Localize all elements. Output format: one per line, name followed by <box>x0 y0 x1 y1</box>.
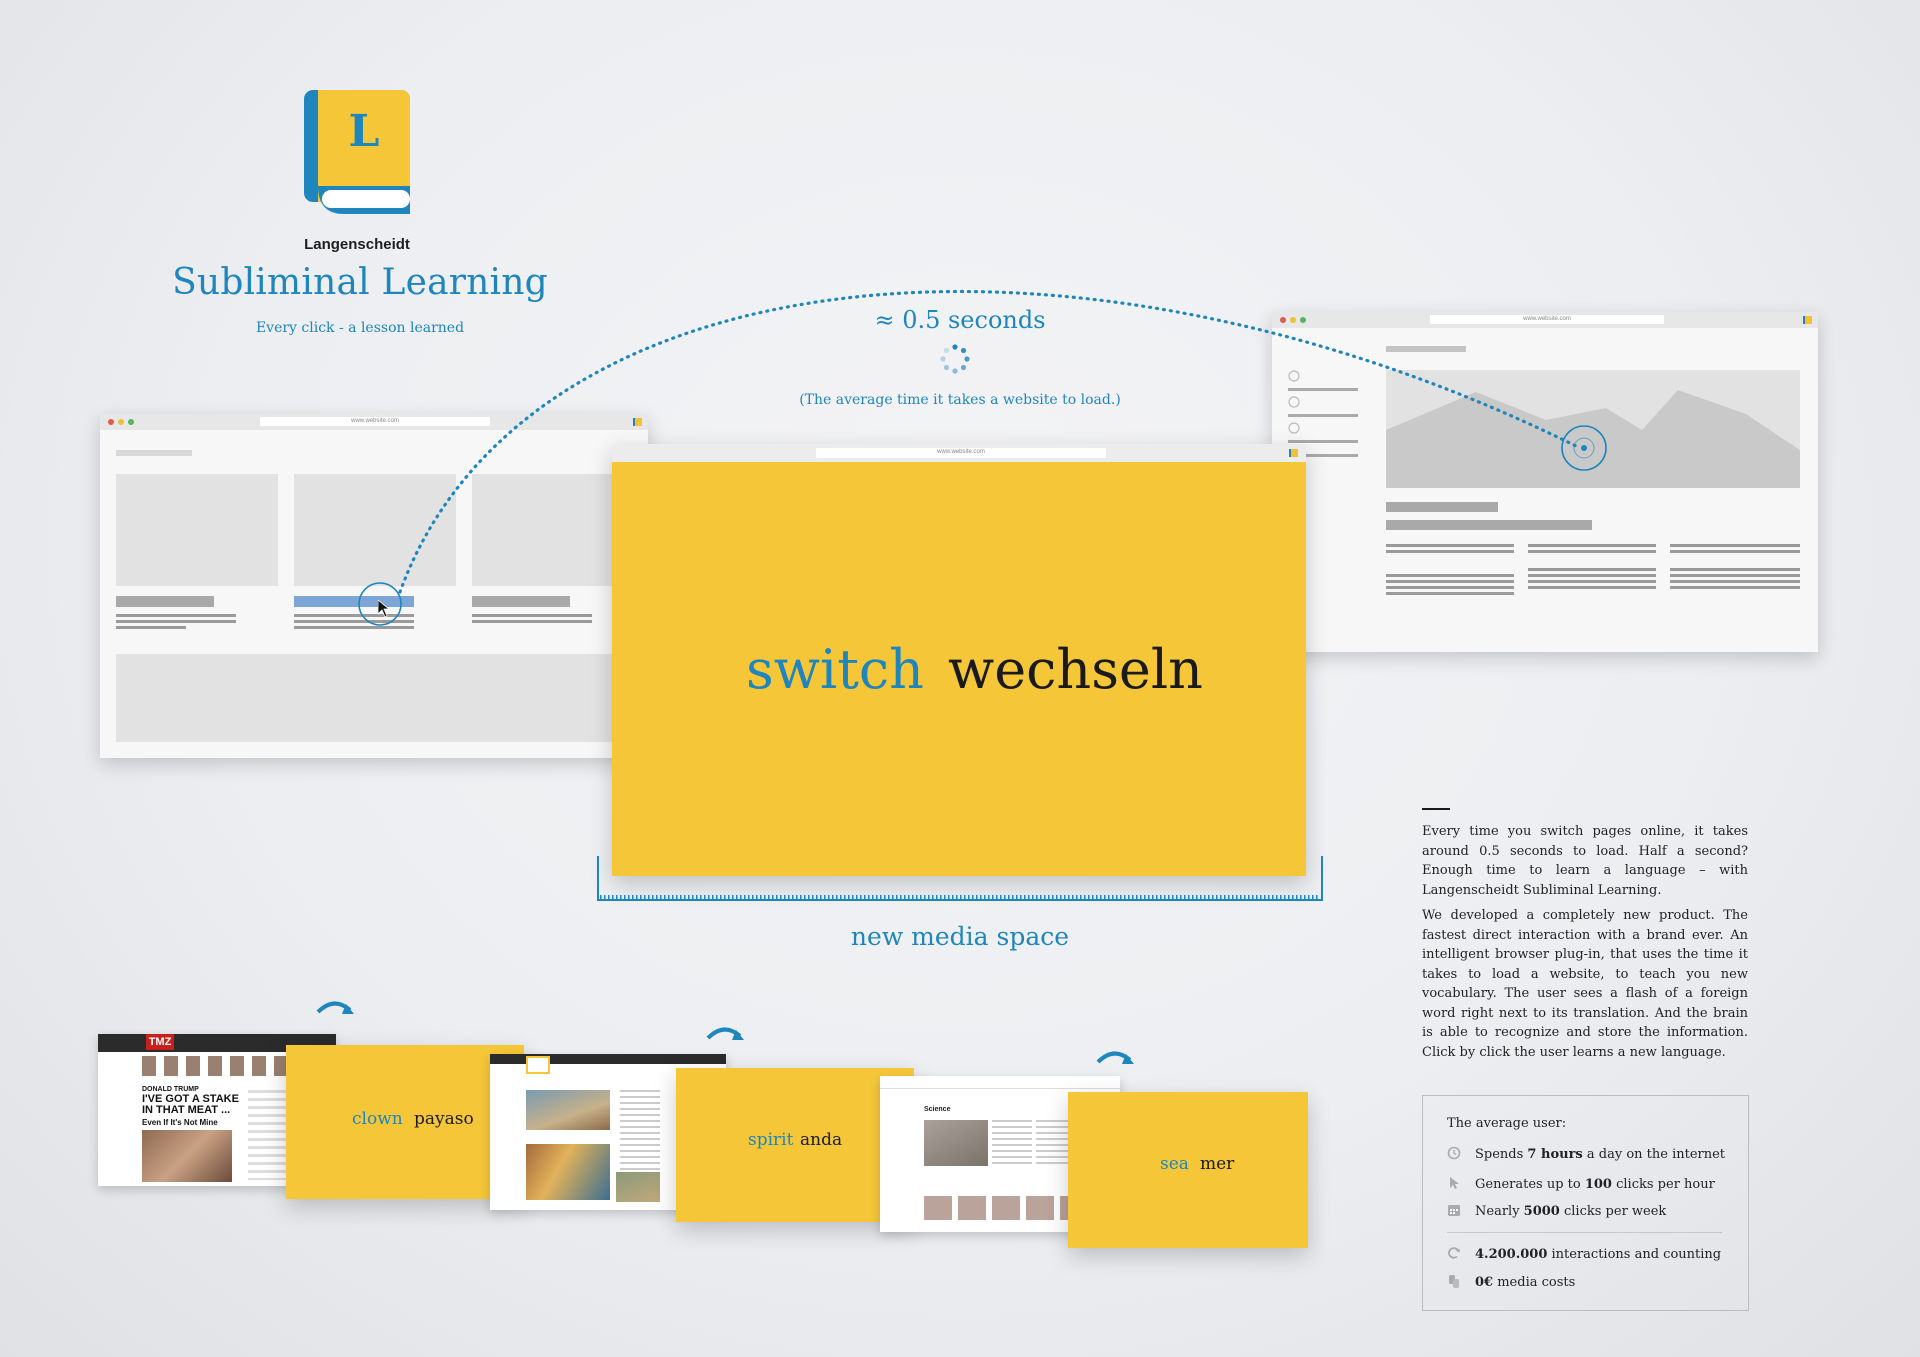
translation-word: wechseln <box>948 638 1203 701</box>
url-bar[interactable]: www.website.com <box>816 448 1106 458</box>
flash-card-window: www.website.com switch wechseln <box>612 444 1306 876</box>
browser-window-right: www.website.com <box>1272 312 1818 652</box>
browser-window-left: www.website.com <box>100 414 648 758</box>
copy-paragraph-2: We developed a completely new product. T… <box>1422 908 1748 1060</box>
flash-card-sea: sea mer <box>1068 1092 1308 1248</box>
browser-chrome: www.website.com <box>612 444 1306 462</box>
stat-row: Nearly 5000 clicks per week <box>1447 1203 1666 1219</box>
copy-rule <box>1422 808 1450 810</box>
flash-card-spirit: spirit anda <box>676 1068 914 1222</box>
clock-icon <box>1447 1146 1461 1160</box>
url-bar[interactable]: www.website.com <box>1430 315 1664 324</box>
coins-icon <box>1449 1275 1459 1288</box>
calendar-icon <box>1448 1205 1460 1216</box>
langenscheidt-logo: L <box>304 90 410 214</box>
loading-spinner-icon <box>940 344 970 374</box>
refresh-icon <box>1448 1247 1460 1259</box>
foreign-word: spirit <box>748 1130 794 1150</box>
cursor-icon <box>1450 1177 1459 1189</box>
url-bar[interactable]: www.website.com <box>260 417 490 426</box>
stats-title: The average user: <box>1447 1116 1567 1131</box>
swap-arrow-icon <box>1096 1051 1134 1064</box>
cursor-icon <box>378 600 390 618</box>
section-label: Science <box>924 1106 951 1113</box>
translation-word: mer <box>1200 1154 1235 1174</box>
stat-row: 0€ media costs <box>1447 1274 1575 1290</box>
timing-label: ≈ 0.5 seconds <box>874 306 1046 334</box>
translation-word: anda <box>800 1130 843 1150</box>
brand-name: Langenscheidt <box>304 236 410 253</box>
foreign-word: switch <box>746 638 924 701</box>
flash-card-clown: clown payaso <box>286 1045 524 1199</box>
browser-chrome: www.website.com <box>100 414 648 430</box>
stat-row: Spends 7 hours a day on the internet <box>1447 1146 1725 1162</box>
headline: Subliminal Learning <box>172 262 548 303</box>
tagline: Every click - a lesson learned <box>255 320 465 336</box>
swap-arrow-icon <box>706 1027 744 1040</box>
swap-arrow-icon <box>316 1001 354 1014</box>
copy-paragraph-1: Every time you switch pages online, it t… <box>1422 824 1748 898</box>
stat-row: Generates up to 100 clicks per hour <box>1447 1176 1715 1192</box>
site-logo: TMZ <box>146 1034 174 1050</box>
timing-note: (The average time it takes a website to … <box>799 392 1121 408</box>
foreign-word: clown <box>352 1109 403 1129</box>
stats-box: The average user: Spends 7 hours a day o… <box>1422 1095 1749 1311</box>
foreign-word: sea <box>1160 1154 1189 1174</box>
translation-word: payaso <box>414 1109 474 1129</box>
browser-chrome: www.website.com <box>1272 312 1818 328</box>
svg-text:L: L <box>349 106 380 157</box>
stat-row: 4.200.000 interactions and counting <box>1447 1246 1721 1262</box>
media-space-label: new media space <box>850 922 1070 951</box>
